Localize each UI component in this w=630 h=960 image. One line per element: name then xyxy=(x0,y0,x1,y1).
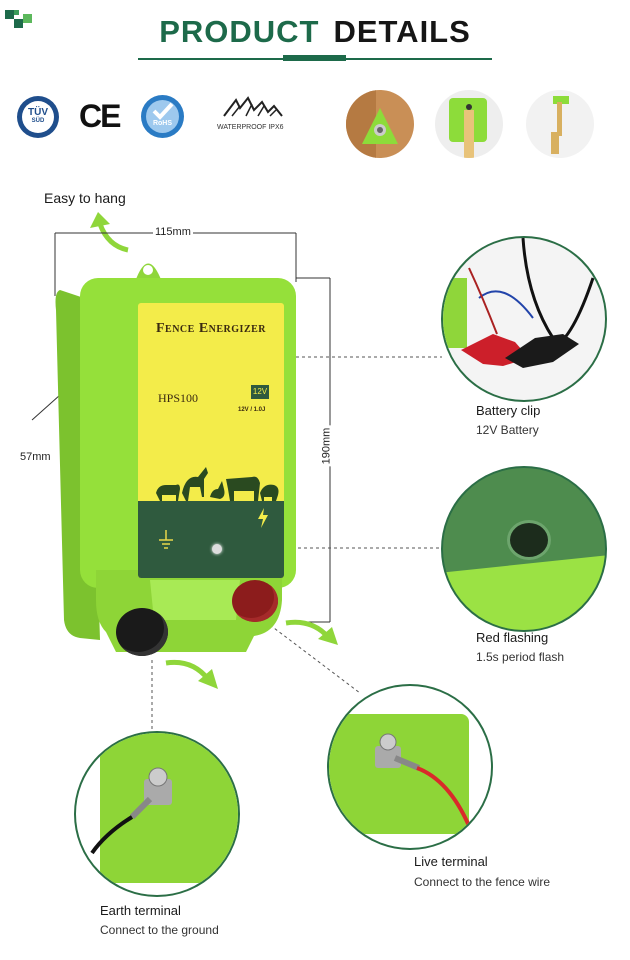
waterproof-text: WATERPROOF IPX6 xyxy=(217,124,284,131)
live-terminal-subtitle: Connect to the fence wire xyxy=(414,875,551,889)
tuv-logo: TÜV SÜD xyxy=(17,96,59,138)
waves-icon xyxy=(223,96,283,117)
hang-arrow-icon xyxy=(90,212,129,253)
earth-arrow-icon xyxy=(165,659,218,689)
title-underline-accent xyxy=(283,55,346,61)
red-flashing-subtitle: 1.5s period flash xyxy=(476,650,565,664)
red-flashing-title: Red flashing xyxy=(476,630,549,645)
battery-badge: 12V xyxy=(251,385,269,399)
led-lens xyxy=(507,520,551,560)
page-title: PRODUCT DETAILS xyxy=(0,14,630,50)
check-icon xyxy=(152,102,174,120)
model-label: HPS100 xyxy=(158,391,199,405)
hang-label: Easy to hang xyxy=(44,190,126,206)
thumbnail-mount-post xyxy=(435,90,503,158)
earth-terminal-knob xyxy=(116,608,168,656)
title-word-product: PRODUCT xyxy=(159,14,320,49)
battery-clip-title: Battery clip xyxy=(476,403,541,418)
label-panel: Fence Energizer HPS100 12V 12V / 1.0J xyxy=(138,303,284,578)
rohs-text: RoHS xyxy=(152,120,173,127)
live-arrow-icon xyxy=(285,619,338,645)
live-terminal-title: Live terminal xyxy=(414,854,488,869)
lightning-icon xyxy=(258,508,268,528)
ground-symbol-icon xyxy=(159,530,173,549)
earth-terminal-detail xyxy=(74,731,240,897)
live-terminal-knob xyxy=(232,580,278,622)
depth-dimension: 57mm xyxy=(20,451,51,463)
title-word-details: DETAILS xyxy=(333,14,471,49)
animals-silhouette-icon xyxy=(156,467,279,501)
tuv-top-text: TÜV xyxy=(28,107,48,118)
battery-clip-icon xyxy=(461,238,595,368)
battery-clip-subtitle: 12V Battery xyxy=(476,423,539,437)
rating-label: 12V / 1.0J xyxy=(238,407,266,413)
battery-clip-detail xyxy=(441,236,607,402)
live-terminal-icon xyxy=(375,733,471,827)
red-flashing-detail xyxy=(441,466,607,632)
thumbnail-mount-rod xyxy=(526,90,594,158)
earth-terminal-title: Earth terminal xyxy=(100,903,181,918)
thumbnail-mount-wood xyxy=(346,90,414,158)
ce-mark: CE xyxy=(79,98,121,134)
rohs-logo: RoHS xyxy=(141,95,184,138)
tuv-bottom-text: SÜD xyxy=(31,118,45,124)
earth-terminal-icon xyxy=(90,767,172,855)
indicator-led xyxy=(212,544,222,554)
width-dimension: 115mm xyxy=(153,226,193,238)
earth-terminal-subtitle: Connect to the ground xyxy=(100,923,219,937)
live-terminal-detail xyxy=(327,684,493,850)
height-dimension: 190mm xyxy=(320,425,333,467)
brand-label: Fence Energizer xyxy=(155,321,267,336)
